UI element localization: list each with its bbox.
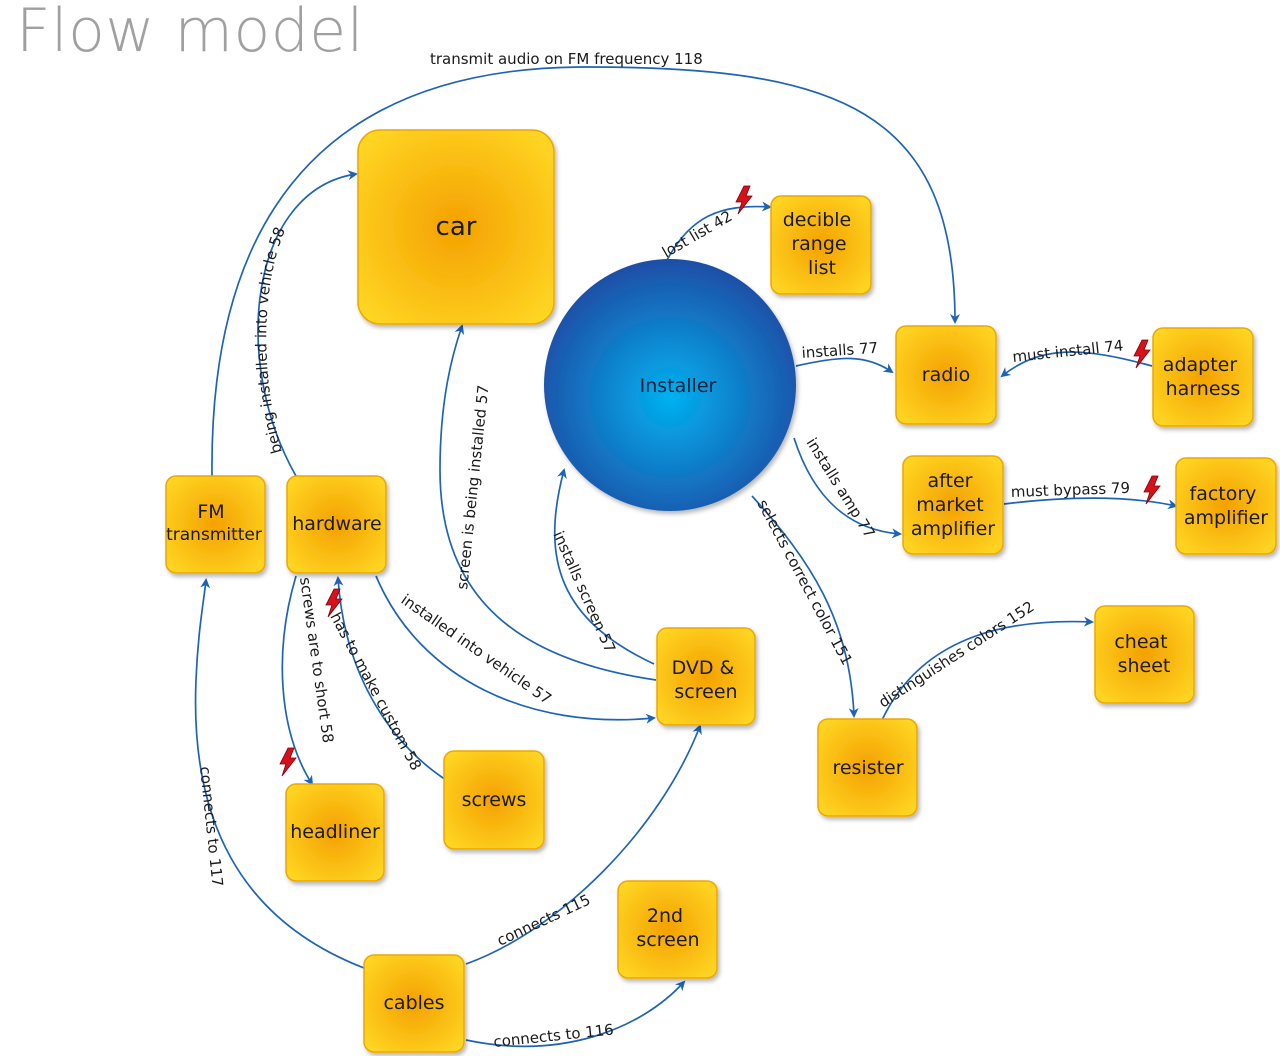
node-resister[interactable]: resister: [817, 718, 918, 817]
edge-label-custom: has to make custom 58: [326, 609, 425, 773]
edge-must-install: must install 74: [1000, 336, 1153, 378]
node-installer[interactable]: Installer: [544, 259, 796, 511]
node-cables-label: cables: [383, 992, 444, 1014]
node-radio-label: radio: [922, 364, 970, 386]
edge-label-connects-115: connects 115: [494, 891, 593, 950]
edge-connects-116: connects to 116: [465, 980, 686, 1051]
node-after-market-amplifier[interactable]: after market amplifier: [902, 455, 1004, 555]
page-title: Flow model: [16, 0, 364, 66]
alert-bolt-icon: [735, 185, 753, 215]
node-cheat-label: cheat sheet: [1114, 631, 1173, 677]
edge-label-connects-116: connects to 116: [493, 1020, 615, 1051]
node-adapter-harness[interactable]: adapter harness: [1152, 327, 1254, 427]
edge-label-lost-list: lost list 42: [659, 207, 735, 261]
edge-label-installed-into-vehicle: installed into vehicle 57: [398, 591, 555, 709]
node-cables[interactable]: cables: [363, 954, 465, 1053]
node-resister-label: resister: [832, 757, 903, 779]
edge-label-distinguishes: distinguishes colors 152: [875, 597, 1037, 711]
node-screws[interactable]: screws: [443, 750, 545, 850]
node-amplifier-label: after market amplifier: [911, 470, 995, 540]
node-2nd-screen-label: 2nd screen: [636, 905, 699, 951]
node-car[interactable]: car: [357, 129, 555, 325]
alert-bolt-icon: [279, 747, 297, 777]
edge-label-transmit-audio: transmit audio on FM frequency 118: [430, 50, 703, 68]
node-factory-label: factory amplifier: [1184, 483, 1268, 529]
node-decible-range-list[interactable]: decible range list: [770, 195, 872, 295]
edge-label-installs-screen: installs screen 57: [549, 528, 619, 655]
edge-label-connects-117: connects to 117: [196, 766, 227, 888]
node-installer-label: Installer: [640, 375, 717, 397]
node-dvd-label: DVD & screen: [672, 657, 741, 703]
node-hardware-label: hardware: [292, 513, 382, 535]
node-hardware[interactable]: hardware: [286, 475, 387, 574]
node-2nd-screen[interactable]: 2nd screen: [617, 880, 718, 979]
edge-distinguishes: distinguishes colors 152: [875, 597, 1094, 721]
node-headliner[interactable]: headliner: [285, 783, 385, 882]
edge-installs-amp: installs amp 77: [793, 435, 902, 542]
edge-installs-radio: installs 77: [795, 339, 894, 374]
edge-label-selects-color: selects correct color 151: [753, 496, 856, 668]
edge-screws-too-short: screws are to short 58: [279, 575, 337, 786]
edge-label-installs-amp: installs amp 77: [803, 435, 879, 542]
alert-bolt-icon: [1143, 475, 1161, 505]
node-radio[interactable]: radio: [895, 325, 997, 425]
edge-selects-color: selects correct color 151: [751, 495, 859, 718]
node-decible-label: decible range list: [783, 209, 858, 279]
edge-label-being-installed: being installed into vehicle 58: [252, 224, 289, 455]
node-fm-transmitter[interactable]: FM transmitter: [165, 475, 266, 574]
edge-label-installs-radio: installs 77: [801, 339, 879, 362]
node-screws-label: screws: [462, 789, 527, 811]
edge-transmit-audio: transmit audio on FM frequency 118: [211, 50, 960, 477]
edge-label-must-install: must install 74: [1012, 336, 1125, 366]
node-fm-label: FM transmitter: [166, 501, 262, 545]
edge-label-must-bypass: must bypass 79: [1011, 479, 1131, 501]
node-headliner-label: headliner: [290, 821, 380, 843]
node-cheat-sheet[interactable]: cheat sheet: [1094, 605, 1195, 704]
node-dvd-screen[interactable]: DVD & screen: [656, 627, 756, 726]
edge-lost-list: lost list 42: [659, 185, 772, 263]
node-factory-amplifier[interactable]: factory amplifier: [1175, 457, 1277, 555]
edge-label-screen-being-installed: screen is being installed 57: [453, 384, 492, 590]
node-car-label: car: [436, 212, 477, 242]
edge-must-bypass: must bypass 79: [1003, 475, 1178, 510]
node-adapter-label: adapter harness: [1163, 354, 1243, 400]
